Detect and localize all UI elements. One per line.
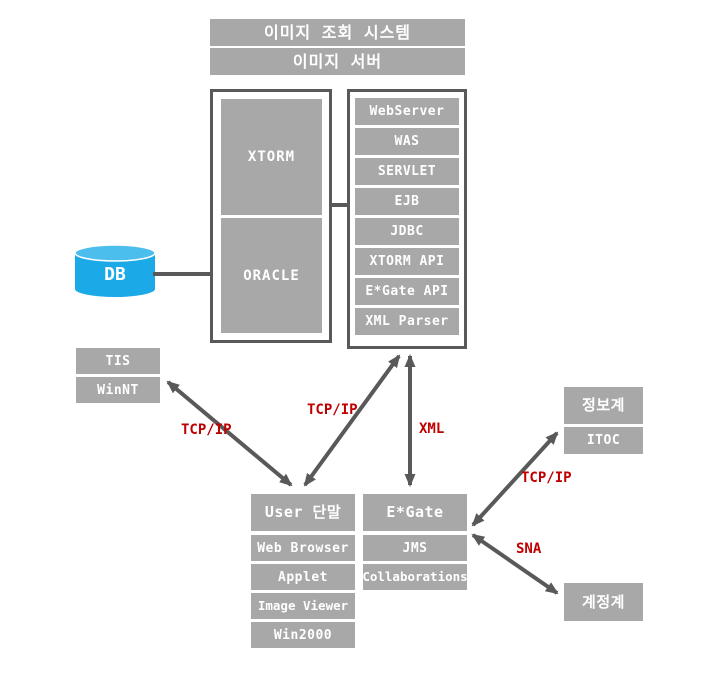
applet-box: Applet bbox=[251, 564, 355, 590]
db-cylinder: DB bbox=[74, 244, 156, 297]
servlet-box: SERVLET bbox=[355, 158, 459, 185]
label-tcpip-api-user: TCP/IP bbox=[307, 402, 358, 418]
label-tcpip-egate-info: TCP/IP bbox=[521, 470, 572, 486]
xml-parser-box: XML Parser bbox=[355, 308, 459, 335]
label-xml-api-egate: XML bbox=[419, 421, 445, 437]
arrow-egate-account bbox=[471, 533, 559, 595]
was-box: WAS bbox=[355, 128, 459, 155]
title-image-inquiry-system: 이미지 조회 시스템 bbox=[210, 19, 465, 46]
image-viewer-box: Image Viewer bbox=[251, 593, 355, 619]
xtorm-box: XTORM bbox=[221, 99, 322, 215]
win2000-box: Win2000 bbox=[251, 622, 355, 648]
ejb-box: EJB bbox=[355, 188, 459, 215]
db-label: DB bbox=[104, 264, 126, 285]
oracle-box: ORACLE bbox=[221, 218, 322, 333]
title-image-server: 이미지 서버 bbox=[210, 48, 465, 75]
egate-api-box: E*Gate API bbox=[355, 278, 459, 305]
winnt-box: WinNT bbox=[76, 377, 160, 403]
jms-box: JMS bbox=[363, 535, 467, 561]
web-browser-box: Web Browser bbox=[251, 535, 355, 561]
xtorm-api-box: XTORM API bbox=[355, 248, 459, 275]
webserver-box: WebServer bbox=[355, 98, 459, 125]
info-system-box: 정보계 bbox=[564, 387, 643, 424]
label-tcpip-tis-user: TCP/IP bbox=[181, 422, 232, 438]
arrow-api-user bbox=[303, 354, 401, 487]
egate-box: E*Gate bbox=[363, 494, 467, 531]
itoc-box: ITOC bbox=[564, 427, 643, 454]
user-terminal-box: User 단말 bbox=[251, 494, 355, 531]
jdbc-box: JDBC bbox=[355, 218, 459, 245]
account-system-box: 계정계 bbox=[564, 583, 643, 621]
label-sna-egate-account: SNA bbox=[516, 541, 542, 557]
collaborations-box: Collaborations bbox=[362, 564, 468, 590]
tis-box: TIS bbox=[76, 348, 160, 374]
